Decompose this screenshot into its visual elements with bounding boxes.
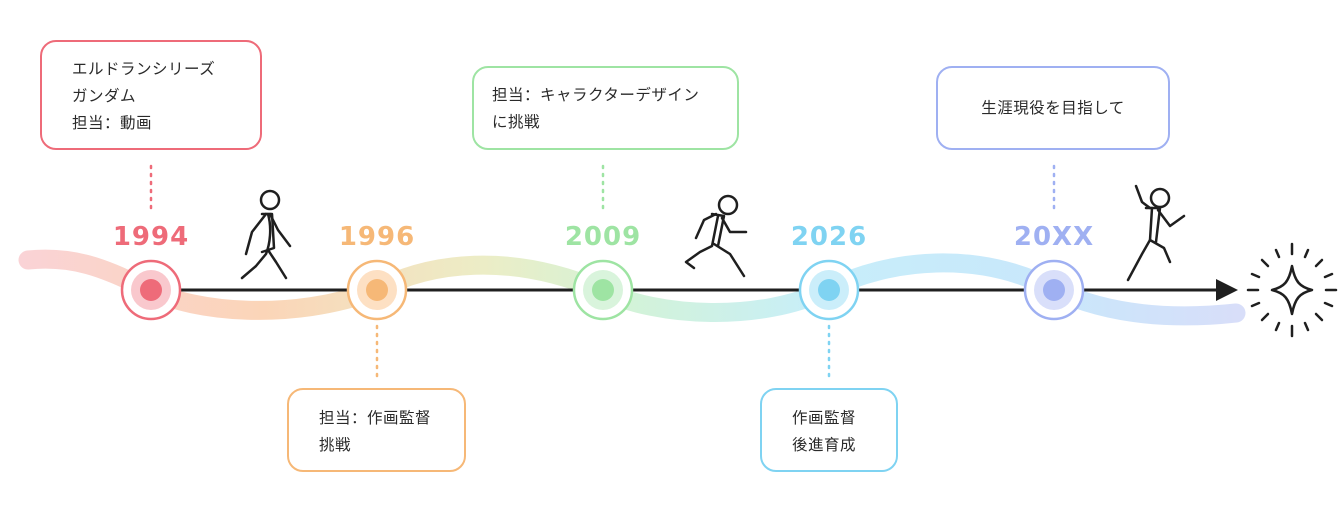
milestone-dot-20XX bbox=[1023, 259, 1085, 321]
sparkle-star-icon bbox=[1246, 242, 1338, 338]
callout-2026-line-1: 作画監督 bbox=[792, 409, 857, 427]
callout-1994: エルドランシリーズ ガンダム 担当：動画 bbox=[40, 40, 262, 150]
callout-1996-line-2: 挑戦 bbox=[319, 436, 352, 454]
callout-20XX-line-1: 生涯現役を目指して bbox=[981, 98, 1125, 117]
axis-arrowhead bbox=[1216, 279, 1238, 301]
walking-person-icon bbox=[240, 189, 292, 280]
year-label-1994: 1994 bbox=[113, 222, 189, 252]
milestone-dot-2026 bbox=[798, 259, 860, 321]
connectors bbox=[149, 164, 1056, 378]
callout-2026: 作画監督 後進育成 bbox=[760, 388, 898, 472]
callout-1994-line-3: 担当：動画 bbox=[72, 114, 153, 132]
callout-2009: 担当：キャラクターデザイン に挑戦 bbox=[472, 66, 739, 150]
milestone-dot-1996 bbox=[346, 259, 408, 321]
milestone-dot-2009 bbox=[572, 259, 634, 321]
year-label-1996: 1996 bbox=[339, 222, 415, 252]
year-label-2026: 2026 bbox=[791, 222, 867, 252]
year-label-2009: 2009 bbox=[565, 222, 641, 252]
callout-1994-line-1: エルドランシリーズ bbox=[72, 60, 216, 78]
callout-20XX: 生涯現役を目指して bbox=[936, 66, 1170, 150]
jumping-person-icon bbox=[1126, 184, 1186, 282]
year-label-20XX: 20XX bbox=[1014, 222, 1094, 252]
callout-2026-line-2: 後進育成 bbox=[792, 436, 857, 454]
running-person-icon bbox=[684, 194, 748, 278]
callout-1994-line-2: ガンダム bbox=[72, 87, 137, 105]
callout-1996: 担当：作画監督 挑戦 bbox=[287, 388, 466, 472]
callout-1996-line-1: 担当：作画監督 bbox=[319, 409, 432, 427]
callout-2009-line-2: に挑戦 bbox=[492, 113, 541, 131]
milestone-dot-1994 bbox=[120, 259, 182, 321]
callout-2009-line-1: 担当：キャラクターデザイン bbox=[492, 86, 700, 104]
